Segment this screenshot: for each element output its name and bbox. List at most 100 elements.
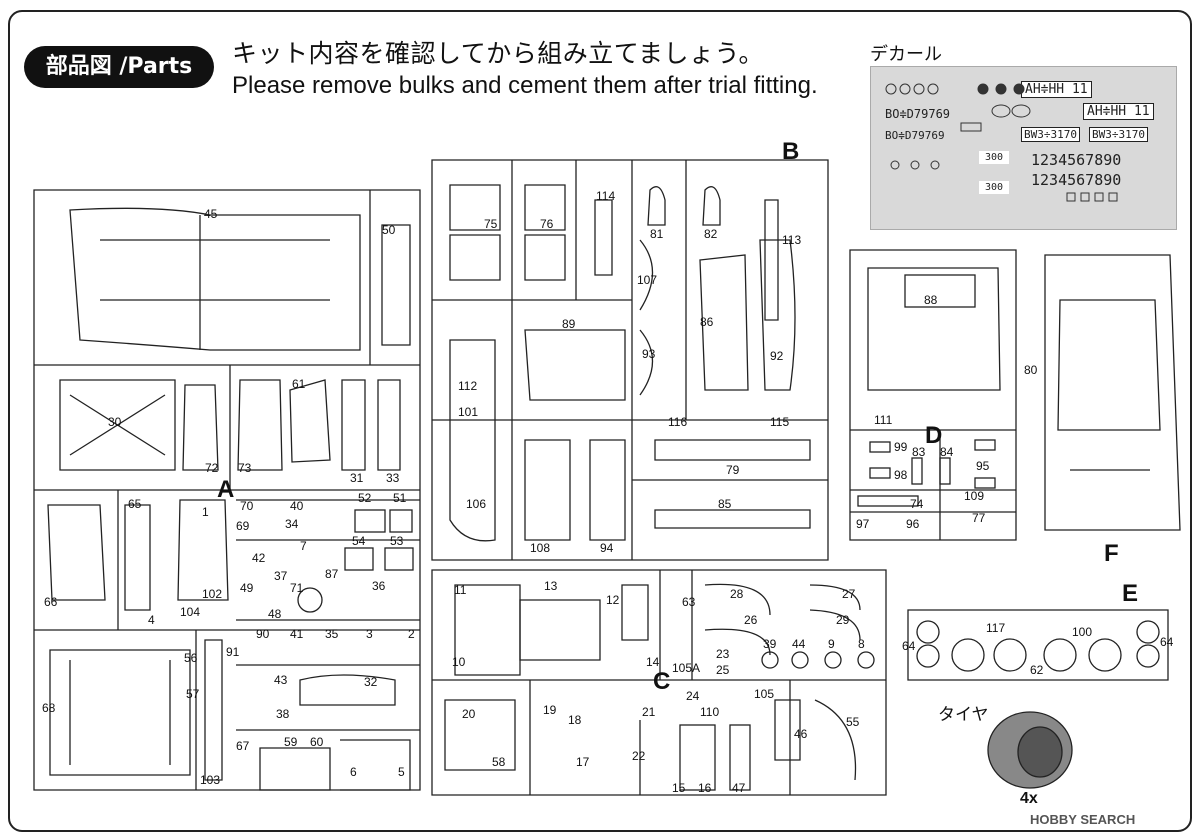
- part-number: 54: [352, 534, 366, 548]
- part-number: 55: [846, 715, 860, 729]
- part-number: 2: [408, 627, 415, 641]
- part-number: 30: [108, 415, 122, 429]
- part-54: [344, 547, 374, 571]
- part-81: [647, 186, 666, 226]
- part-number: 91: [226, 645, 240, 659]
- part-number: 103: [200, 773, 221, 787]
- part-number: 99: [894, 440, 908, 454]
- part-number: 71: [290, 581, 304, 595]
- part-number: 5: [398, 765, 405, 779]
- part-number: 107: [637, 273, 658, 287]
- part-number: 26: [744, 613, 758, 627]
- part-number: 44: [792, 637, 806, 651]
- part-113: [764, 199, 779, 321]
- decal-digits: 1234567890: [1031, 171, 1122, 189]
- sprue-c-frame: [431, 569, 887, 796]
- tire-count: 4x: [1020, 790, 1038, 807]
- part-number: 53: [390, 534, 404, 548]
- part-number: 33: [386, 471, 400, 485]
- part-number: 116: [668, 415, 688, 429]
- part-number: 48: [268, 607, 282, 621]
- part-12: [621, 584, 649, 641]
- part-number: 46: [794, 727, 808, 741]
- part-number: 69: [236, 519, 250, 533]
- part-number: 34: [285, 517, 299, 531]
- part-number: 96: [906, 517, 920, 531]
- part-number: 100: [1072, 625, 1093, 639]
- sprue-label-a: A: [217, 476, 235, 503]
- part-number: 111: [874, 413, 893, 427]
- part-72: [182, 384, 219, 471]
- part-102: [177, 499, 229, 601]
- sprue-label-f: F: [1104, 540, 1119, 567]
- part-80-body: [1044, 254, 1181, 531]
- part-number: 80: [1024, 363, 1038, 377]
- part-number: 25: [716, 663, 730, 677]
- sprue-label-e: E: [1122, 580, 1139, 607]
- part-number: 90: [256, 627, 270, 641]
- part-number: 81: [650, 227, 664, 241]
- part-number: 24: [686, 689, 700, 703]
- part-51: [389, 509, 413, 533]
- part-number: 117: [986, 621, 1006, 635]
- part-number: 63: [682, 595, 696, 609]
- part-number: 109: [964, 489, 985, 503]
- part-number: 82: [704, 227, 718, 241]
- part-number: 93: [642, 347, 656, 361]
- decal-speed: 300: [979, 151, 1010, 164]
- part-number: 19: [543, 703, 557, 717]
- part-number: 56: [184, 651, 198, 665]
- part-32: [299, 674, 396, 706]
- part-number: 38: [276, 707, 290, 721]
- part-number: 59: [284, 735, 298, 749]
- part-number: 51: [393, 491, 407, 505]
- part-number: 73: [238, 461, 252, 475]
- part-93: [639, 329, 653, 396]
- decal-plate: AH≑HH 11: [1083, 103, 1154, 120]
- part-number: 70: [240, 499, 254, 513]
- part-number: 29: [836, 613, 850, 627]
- part-108: [524, 439, 571, 541]
- part-number: 64: [1160, 635, 1174, 649]
- part-53: [384, 547, 414, 571]
- part-number: 76: [540, 217, 554, 231]
- decal-digits: 1234567890: [1031, 151, 1122, 169]
- sprue-b-runners: [432, 160, 828, 560]
- parts-badge: 部品図 /Parts: [24, 46, 214, 88]
- decal-emblems: [885, 83, 1118, 202]
- decal-title: デカール: [870, 44, 942, 65]
- part-number: 41: [290, 627, 304, 641]
- part-114: [594, 199, 613, 276]
- parts-31-33: [341, 379, 401, 471]
- part-number: 65: [128, 497, 142, 511]
- parts-56-57-103: [204, 639, 223, 781]
- part-number: 72: [205, 461, 219, 475]
- part-number: 39: [763, 637, 777, 651]
- part-79: [654, 439, 811, 461]
- part-number: 102: [202, 587, 223, 601]
- part-number: 15: [672, 781, 686, 795]
- part-66: [47, 504, 106, 601]
- part-number: 31: [350, 471, 364, 485]
- part-number: 110: [700, 705, 720, 719]
- part-number: 16: [698, 781, 712, 795]
- part-number: 105: [754, 687, 775, 701]
- part-number: 42: [252, 551, 266, 565]
- part-89: [524, 329, 626, 401]
- decal-speed: 300: [979, 181, 1010, 194]
- part-number: 61: [292, 377, 306, 391]
- part-number: 45: [204, 207, 218, 221]
- part-number: 6: [350, 765, 357, 779]
- part-number: 35: [325, 627, 339, 641]
- part-75: [449, 184, 501, 281]
- part-11-10-exhaust: [454, 584, 521, 676]
- part-86: [699, 254, 749, 391]
- part-number: 17: [576, 755, 590, 769]
- part-number: 112: [458, 379, 478, 393]
- part-number: 62: [1030, 663, 1044, 677]
- part-number: 64: [902, 639, 916, 653]
- parts-59-60-6-5: [259, 739, 411, 791]
- sprue-a-frame: [33, 189, 421, 791]
- decal-plate: BW3÷3170: [1021, 127, 1080, 142]
- part-number: 105A: [672, 661, 701, 675]
